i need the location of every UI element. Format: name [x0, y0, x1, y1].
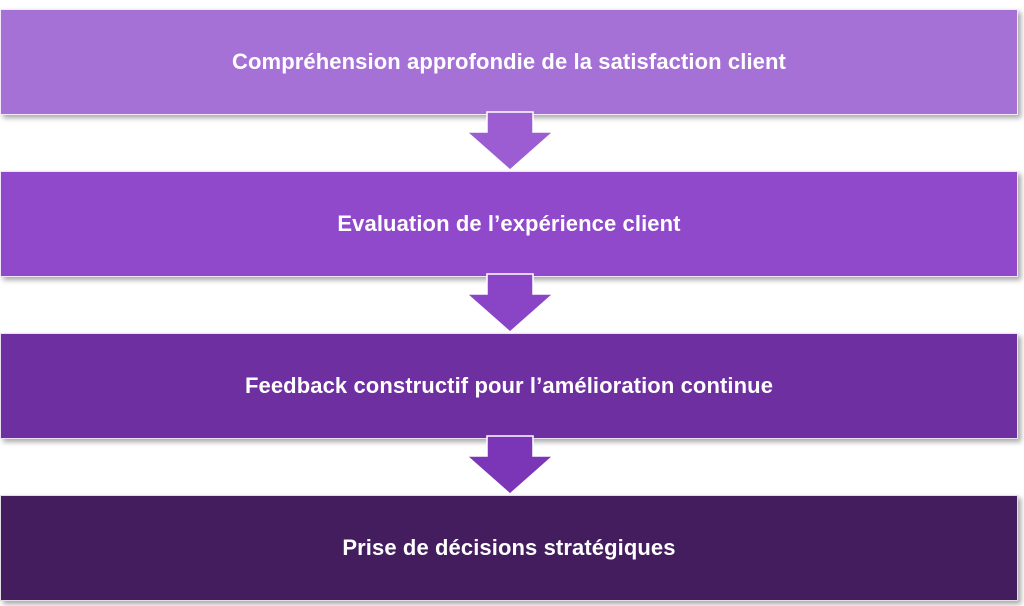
down-arrow-shape	[465, 273, 555, 334]
down-arrow-shape	[465, 435, 555, 496]
step-box-comprehension: Compréhension approfondie de la satisfac…	[0, 9, 1018, 115]
step-label: Prise de décisions stratégiques	[342, 535, 676, 560]
step-box-evaluation: Evaluation de l’expérience client	[0, 171, 1018, 277]
down-arrow-icon	[465, 273, 555, 334]
step-label: Evaluation de l’expérience client	[337, 211, 681, 236]
step-box-decisions: Prise de décisions stratégiques	[0, 495, 1018, 601]
step-box-feedback: Feedback constructif pour l’amélioration…	[0, 333, 1018, 439]
down-arrow-icon	[465, 111, 555, 172]
step-label: Compréhension approfondie de la satisfac…	[232, 49, 786, 74]
step-label: Feedback constructif pour l’amélioration…	[244, 373, 774, 398]
down-arrow-shape	[465, 111, 555, 172]
down-arrow-icon	[465, 435, 555, 496]
